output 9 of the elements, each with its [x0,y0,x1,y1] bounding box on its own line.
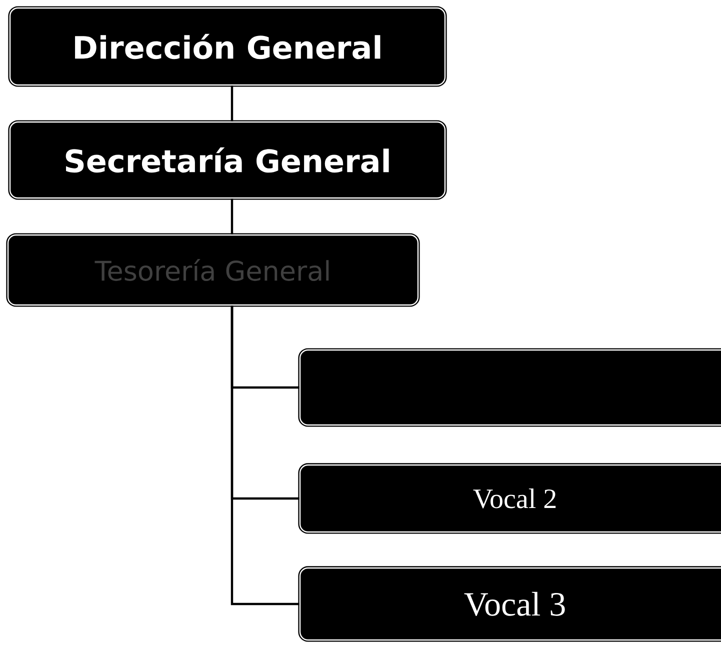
connector-line [230,306,300,606]
org-box: Vocal 3 [298,566,721,642]
connector-line [230,198,234,234]
org-box: Secretaría General [8,120,447,200]
org-box: Vocal 2 [298,463,721,534]
connector-line [230,86,234,122]
org-box: Dirección General [8,6,447,87]
empty-box [298,348,721,427]
org-box: Tesorería General [6,233,420,307]
